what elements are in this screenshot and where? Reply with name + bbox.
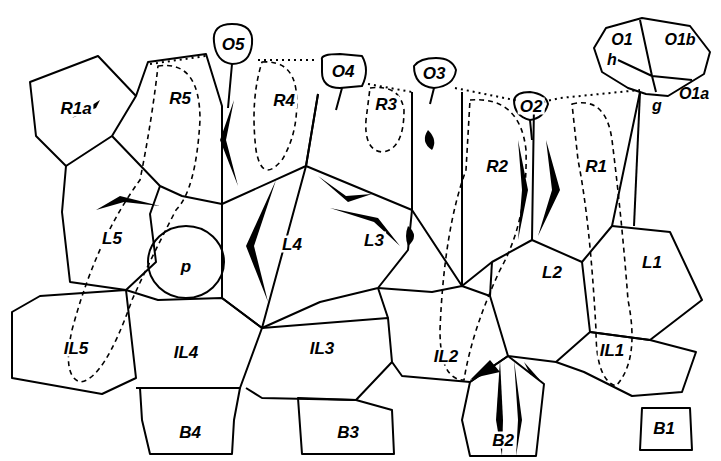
plate-outline [378,288,508,382]
part-label: O1a [677,86,711,102]
part-label: R3 [373,96,399,113]
part-label: IL5 [62,340,91,357]
dashed-lobe [440,100,526,380]
plate-outline [140,388,240,454]
oval-plate [322,54,366,88]
spindle-mark [524,362,540,380]
part-label: B4 [177,424,203,441]
spindle-mark [538,140,560,236]
part-label: O1 [609,32,634,48]
part-label: O5 [220,36,247,53]
spindle-mark [470,360,500,380]
plate-outline [222,166,306,328]
part-label: IL1 [598,342,627,359]
oval-plate [214,24,252,64]
dashed-lobes [68,62,632,386]
spindle-mark [220,100,238,186]
spindle-mark [518,140,528,240]
part-label: IL2 [432,348,461,365]
part-label: IL3 [308,340,337,357]
part-label: L5 [100,230,124,247]
plate-line [618,20,692,92]
plate-outline [490,262,492,296]
part-label: L1 [640,254,664,271]
part-label: IL4 [172,344,201,361]
part-label: O3 [421,65,448,82]
plate-outline [30,56,136,166]
part-label: L2 [540,264,564,281]
plate-outline [246,318,392,400]
part-label: L3 [362,232,386,249]
part-label: O1b [662,32,697,48]
part-label: O4 [330,63,357,80]
dashed-lobe [366,87,404,152]
plate-outline [590,226,702,340]
spindle-mark [318,176,372,202]
plate-outline [532,92,640,262]
plate-outline [462,104,534,286]
spindle-mark [96,196,160,210]
dashed-lobe [572,103,632,386]
plate-outline [640,408,692,450]
part-label: p [179,258,193,275]
spindle-mark [406,226,414,246]
part-label: O2 [518,98,545,115]
plate-outline [306,92,412,210]
round-plate [148,226,224,298]
part-label: R4 [271,92,297,109]
stalk [228,64,532,140]
spindle-mark [246,180,276,302]
plate-outline [412,92,462,286]
plate-outline [126,290,262,388]
part-label: B2 [490,432,516,449]
part-label: R1a [58,100,93,117]
oval-plate [514,92,548,120]
part-label: R2 [484,158,510,175]
plate-outline [112,54,222,204]
part-label: R5 [167,90,193,107]
plate-line [634,92,640,226]
part-label: B1 [651,420,677,437]
spindle-marks [72,100,560,456]
oval-plate [594,18,710,96]
plate-outline [556,332,696,396]
part-label: g [650,98,664,114]
part-label: R1 [583,158,609,175]
plate-outline [378,262,590,362]
part-label: h [605,52,619,68]
oval-plate [414,58,456,88]
part-label: B3 [335,424,361,441]
plate-outline [222,94,318,204]
plate-outline [298,398,394,454]
part-label: L4 [280,236,304,253]
dashed-lobe [254,62,297,170]
spindle-mark [425,130,434,150]
plate-outline [262,210,412,328]
plate-outline [462,356,544,456]
